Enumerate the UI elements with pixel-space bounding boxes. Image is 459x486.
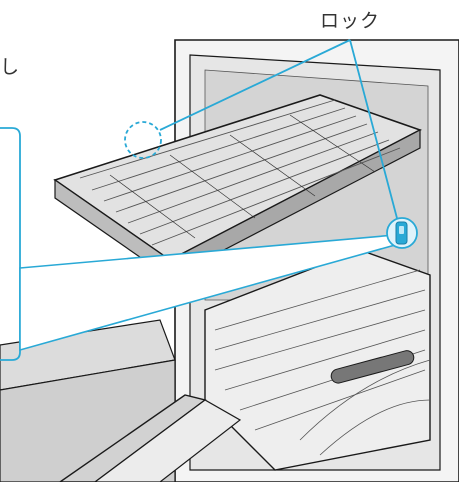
cut-off-text: し — [0, 52, 18, 79]
lock-label: ロック — [320, 6, 380, 33]
lock-lever-icon — [387, 218, 417, 248]
